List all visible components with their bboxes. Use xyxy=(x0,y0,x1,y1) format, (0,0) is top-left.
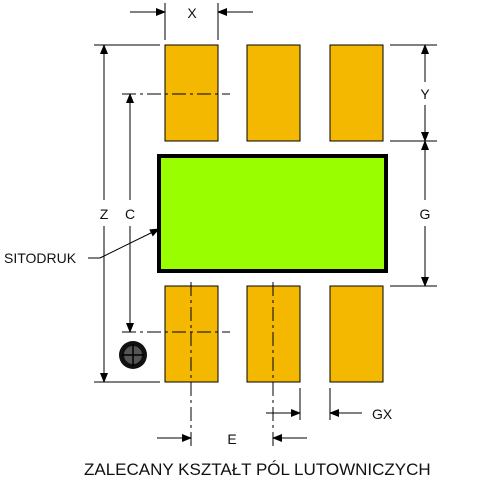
bottom-pad-3 xyxy=(329,285,384,383)
label-z: Z xyxy=(100,206,109,222)
dimension-x xyxy=(130,3,253,40)
top-pad-1 xyxy=(164,44,219,142)
label-g: G xyxy=(420,206,431,222)
top-pad-2 xyxy=(246,44,301,142)
label-silkscreen: SITODRUK xyxy=(4,250,77,266)
dimension-g xyxy=(390,140,437,287)
dimension-y xyxy=(390,44,437,142)
pin1-marker-icon xyxy=(119,341,147,369)
diagram-caption: ZALECANY KSZTAŁT PÓL LUTOWNICZYCH xyxy=(84,460,431,479)
top-pad-3 xyxy=(329,44,384,142)
label-x: X xyxy=(187,5,197,21)
silkscreen-leader xyxy=(88,228,160,259)
dimension-gx xyxy=(266,388,362,420)
label-gx: GX xyxy=(372,406,393,422)
label-e: E xyxy=(227,431,236,447)
label-c: C xyxy=(125,206,135,222)
dimension-z xyxy=(94,44,160,383)
thermal-pad xyxy=(157,154,388,273)
label-y: Y xyxy=(420,86,430,102)
